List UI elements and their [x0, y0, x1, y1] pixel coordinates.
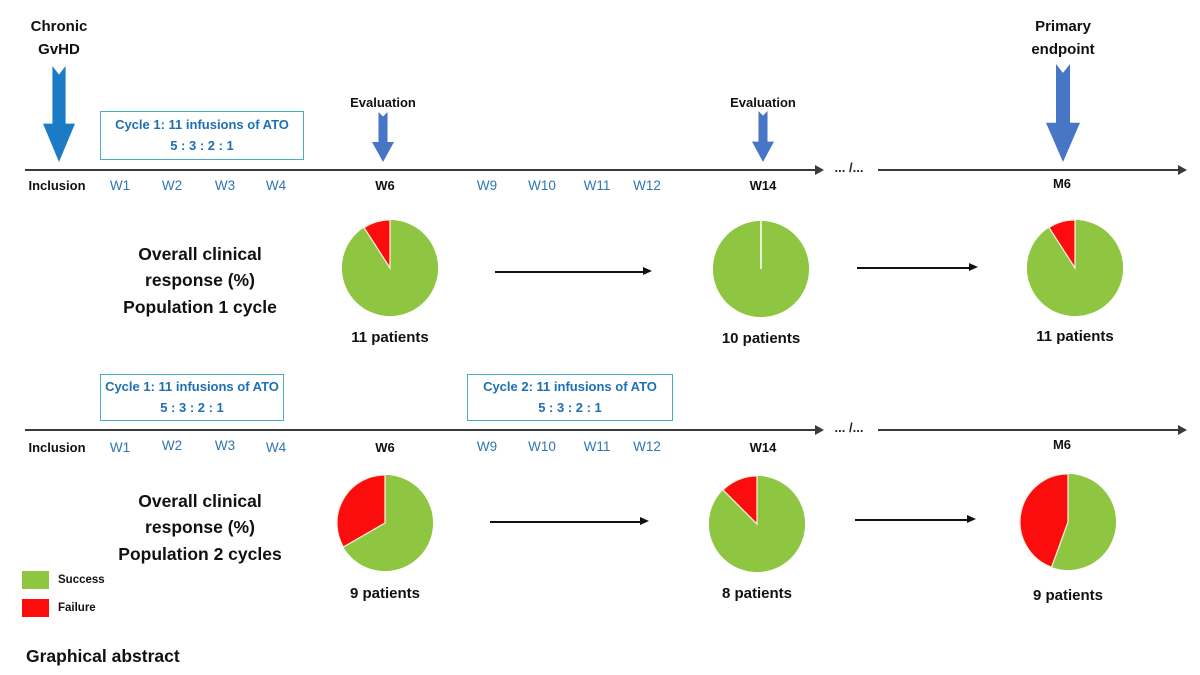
- primary-endpoint-label: Primary endpoint: [1010, 16, 1116, 61]
- timeline-row1-segment2: [878, 165, 1187, 175]
- right-arrow-icon-row1-b: [857, 262, 978, 271]
- legend-success-swatch: [22, 571, 49, 589]
- evaluation-label-w14: Evaluation: [730, 95, 796, 110]
- chronic-gvhd-line2: GvHD: [38, 40, 80, 58]
- timeline-row2-w10: W10: [528, 439, 556, 454]
- cycle1-box2-line1: Cycle 1: 11 infusions of ATO: [105, 379, 279, 395]
- chronic-gvhd-label: Chronic GvHD: [14, 16, 104, 61]
- timeline-row2-w3: W3: [214, 438, 236, 453]
- pie-caption-pop1-w14: 10 patients: [721, 330, 801, 347]
- chronic-gvhd-line1: Chronic: [30, 18, 88, 35]
- pie-caption-pop2-w14: 8 patients: [721, 585, 793, 602]
- timeline-row2-w14: W14: [749, 440, 777, 455]
- legend-failure-label: Failure: [58, 602, 96, 614]
- timeline-row1-w9: W9: [476, 178, 498, 193]
- timeline-row2-w4: W4: [265, 440, 287, 455]
- timeline-row2-w1: W1: [109, 440, 131, 455]
- timeline-row1-w12: W12: [633, 178, 661, 193]
- cycle1-infusion-box-row1: Cycle 1: 11 infusions of ATO 5 : 3 : 2 :…: [100, 111, 304, 160]
- pie-caption-pop2-w6: 9 patients: [349, 585, 421, 602]
- timeline-row2-break: ... /...: [834, 420, 864, 435]
- cycle2-box-line1: Cycle 2: 11 infusions of ATO: [483, 379, 657, 395]
- timeline-row2-w12: W12: [633, 439, 661, 454]
- cycle2-box-line2: 5 : 3 : 2 : 1: [538, 399, 602, 415]
- timeline-row1-m6: M6: [1052, 176, 1072, 191]
- chronic-down-arrow-icon: [43, 66, 75, 162]
- row1-population-label: Overall clinical response (%) Population…: [93, 241, 307, 320]
- evaluation-label-w6: Evaluation: [350, 95, 416, 110]
- timeline-row2-w2: W2: [161, 438, 183, 453]
- pie-chart-pop2-m6: [1018, 472, 1118, 572]
- timeline-row1-inclusion: Inclusion: [28, 178, 86, 193]
- pie-caption-pop1-w6: 11 patients: [351, 329, 429, 346]
- pie-chart-pop2-w14: [707, 474, 807, 574]
- figure-caption: Graphical abstract: [26, 646, 180, 666]
- row2-label-line3: Population 2 cycles: [118, 543, 282, 564]
- timeline-row1-w4: W4: [265, 178, 287, 193]
- pie-chart-pop1-w6: [340, 218, 440, 318]
- cycle1-box2-line2: 5 : 3 : 2 : 1: [160, 399, 224, 415]
- pie-chart-pop2-w6: [335, 473, 435, 573]
- row1-label-line2: response (%): [145, 270, 255, 291]
- right-arrow-icon-row2-b: [855, 514, 976, 523]
- primary-endpoint-down-arrow-icon: [1046, 64, 1080, 162]
- pie-chart-pop1-w14: [711, 219, 811, 319]
- cycle1-infusion-box-row2: Cycle 1: 11 infusions of ATO 5 : 3 : 2 :…: [100, 374, 284, 421]
- pie-caption-pop1-m6: 11 patients: [1036, 328, 1114, 345]
- right-arrow-icon-row1-a: [495, 266, 652, 275]
- row2-population-label: Overall clinical response (%) Population…: [93, 488, 307, 567]
- timeline-row1-w6: W6: [375, 178, 395, 193]
- timeline-row2-m6: M6: [1052, 437, 1072, 452]
- cycle1-box-line2: 5 : 3 : 2 : 1: [170, 137, 234, 153]
- row1-label-line3: Population 1 cycle: [123, 296, 277, 317]
- timeline-row1-break: ... /...: [834, 160, 864, 175]
- timeline-row1-w1: W1: [109, 178, 131, 193]
- evaluation-down-arrow-icon-w6: [372, 112, 394, 162]
- timeline-row2-inclusion: Inclusion: [28, 440, 86, 455]
- evaluation-down-arrow-icon-w14: [752, 111, 774, 162]
- row2-label-line1: Overall clinical: [138, 491, 262, 511]
- pie-chart-pop1-m6: [1025, 218, 1125, 318]
- timeline-row1-segment1: [25, 165, 824, 175]
- primary-endpoint-line2: endpoint: [1031, 40, 1095, 58]
- legend-failure-swatch: [22, 599, 49, 617]
- row1-label-line1: Overall clinical: [138, 244, 262, 264]
- right-arrow-icon-row2-a: [490, 516, 649, 525]
- timeline-row2-segment2: [878, 425, 1187, 435]
- timeline-row2-segment1: [25, 425, 824, 435]
- primary-endpoint-line1: Primary: [1035, 18, 1091, 35]
- pie-caption-pop2-m6: 9 patients: [1032, 587, 1104, 604]
- timeline-row2-w6: W6: [375, 440, 395, 455]
- timeline-row1-w2: W2: [161, 178, 183, 193]
- row2-label-line2: response (%): [145, 517, 255, 538]
- timeline-row1-w10: W10: [528, 178, 556, 193]
- cycle1-box-line1: Cycle 1: 11 infusions of ATO: [115, 117, 289, 133]
- legend-success-label: Success: [58, 574, 105, 586]
- timeline-row1-w11: W11: [583, 178, 611, 193]
- cycle2-infusion-box: Cycle 2: 11 infusions of ATO 5 : 3 : 2 :…: [467, 374, 673, 421]
- timeline-row1-w14: W14: [749, 178, 777, 193]
- timeline-row2-w11: W11: [583, 439, 611, 454]
- timeline-row1-w3: W3: [214, 178, 236, 193]
- timeline-row2-w9: W9: [476, 439, 498, 454]
